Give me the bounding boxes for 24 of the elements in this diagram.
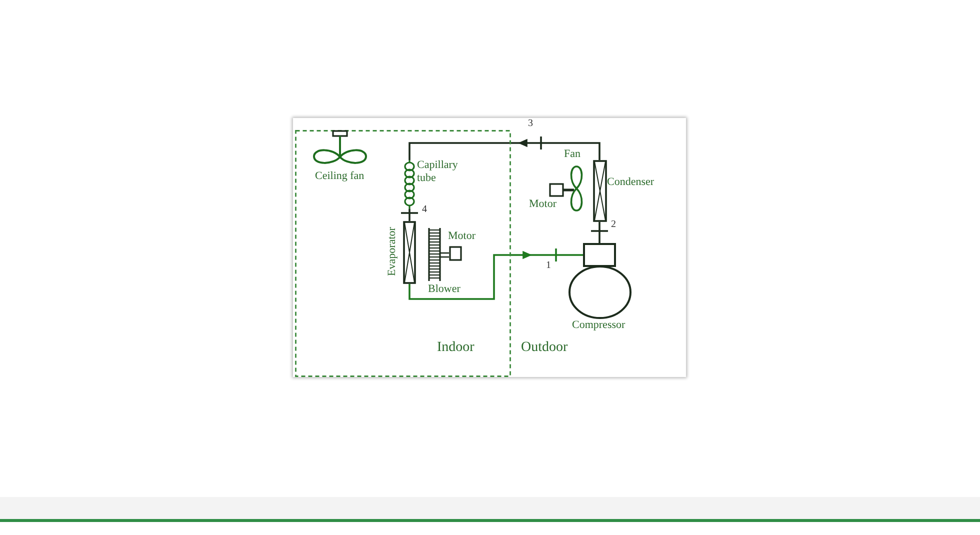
state-point-number: 3 — [528, 118, 533, 130]
part-label: Compressor — [572, 319, 626, 332]
condenser-symbol — [592, 160, 606, 222]
flow-arrow — [408, 136, 600, 160]
evaporator-symbol — [403, 221, 416, 284]
zone-label: Outdoor — [521, 339, 568, 356]
zone-label: Indoor — [437, 339, 474, 356]
flow-arrow — [408, 248, 583, 300]
part-label: Motor — [529, 198, 556, 211]
state-point-number: 1 — [546, 260, 551, 272]
state-point-number: 4 — [422, 204, 427, 216]
part-label: Blower — [428, 283, 460, 296]
part-label: Capillary tube — [417, 159, 459, 185]
indoor-zone — [295, 130, 511, 377]
part-label: Fan — [564, 148, 580, 161]
state-point-number: 2 — [611, 219, 616, 231]
pipe-line — [401, 209, 418, 221]
part-label: Motor — [448, 230, 476, 243]
part-label: Condenser — [607, 176, 654, 189]
pipe-line — [591, 222, 608, 243]
part-label: Ceiling fan — [315, 170, 364, 183]
part-label: Evaporator — [385, 226, 398, 276]
compressor-symbol — [568, 243, 632, 319]
capillary-coil — [404, 160, 415, 209]
